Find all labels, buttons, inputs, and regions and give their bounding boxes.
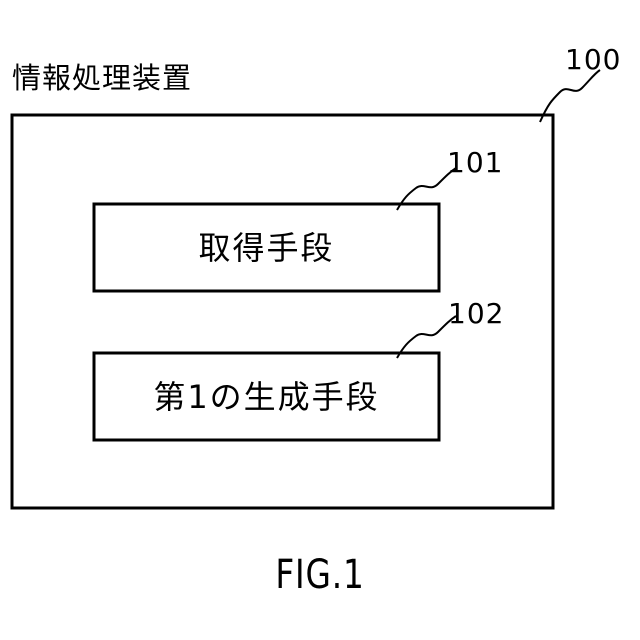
figure-caption: FIG.1 xyxy=(58,555,583,595)
ref-number-101: 101 xyxy=(447,149,503,177)
device-title: 情報処理装置 xyxy=(12,64,192,93)
block-101-label: 取得手段 xyxy=(94,232,439,264)
ref-number-100: 100 xyxy=(565,46,621,74)
block-102-label: 第1の生成手段 xyxy=(94,381,439,413)
ref-number-102: 102 xyxy=(448,300,504,328)
